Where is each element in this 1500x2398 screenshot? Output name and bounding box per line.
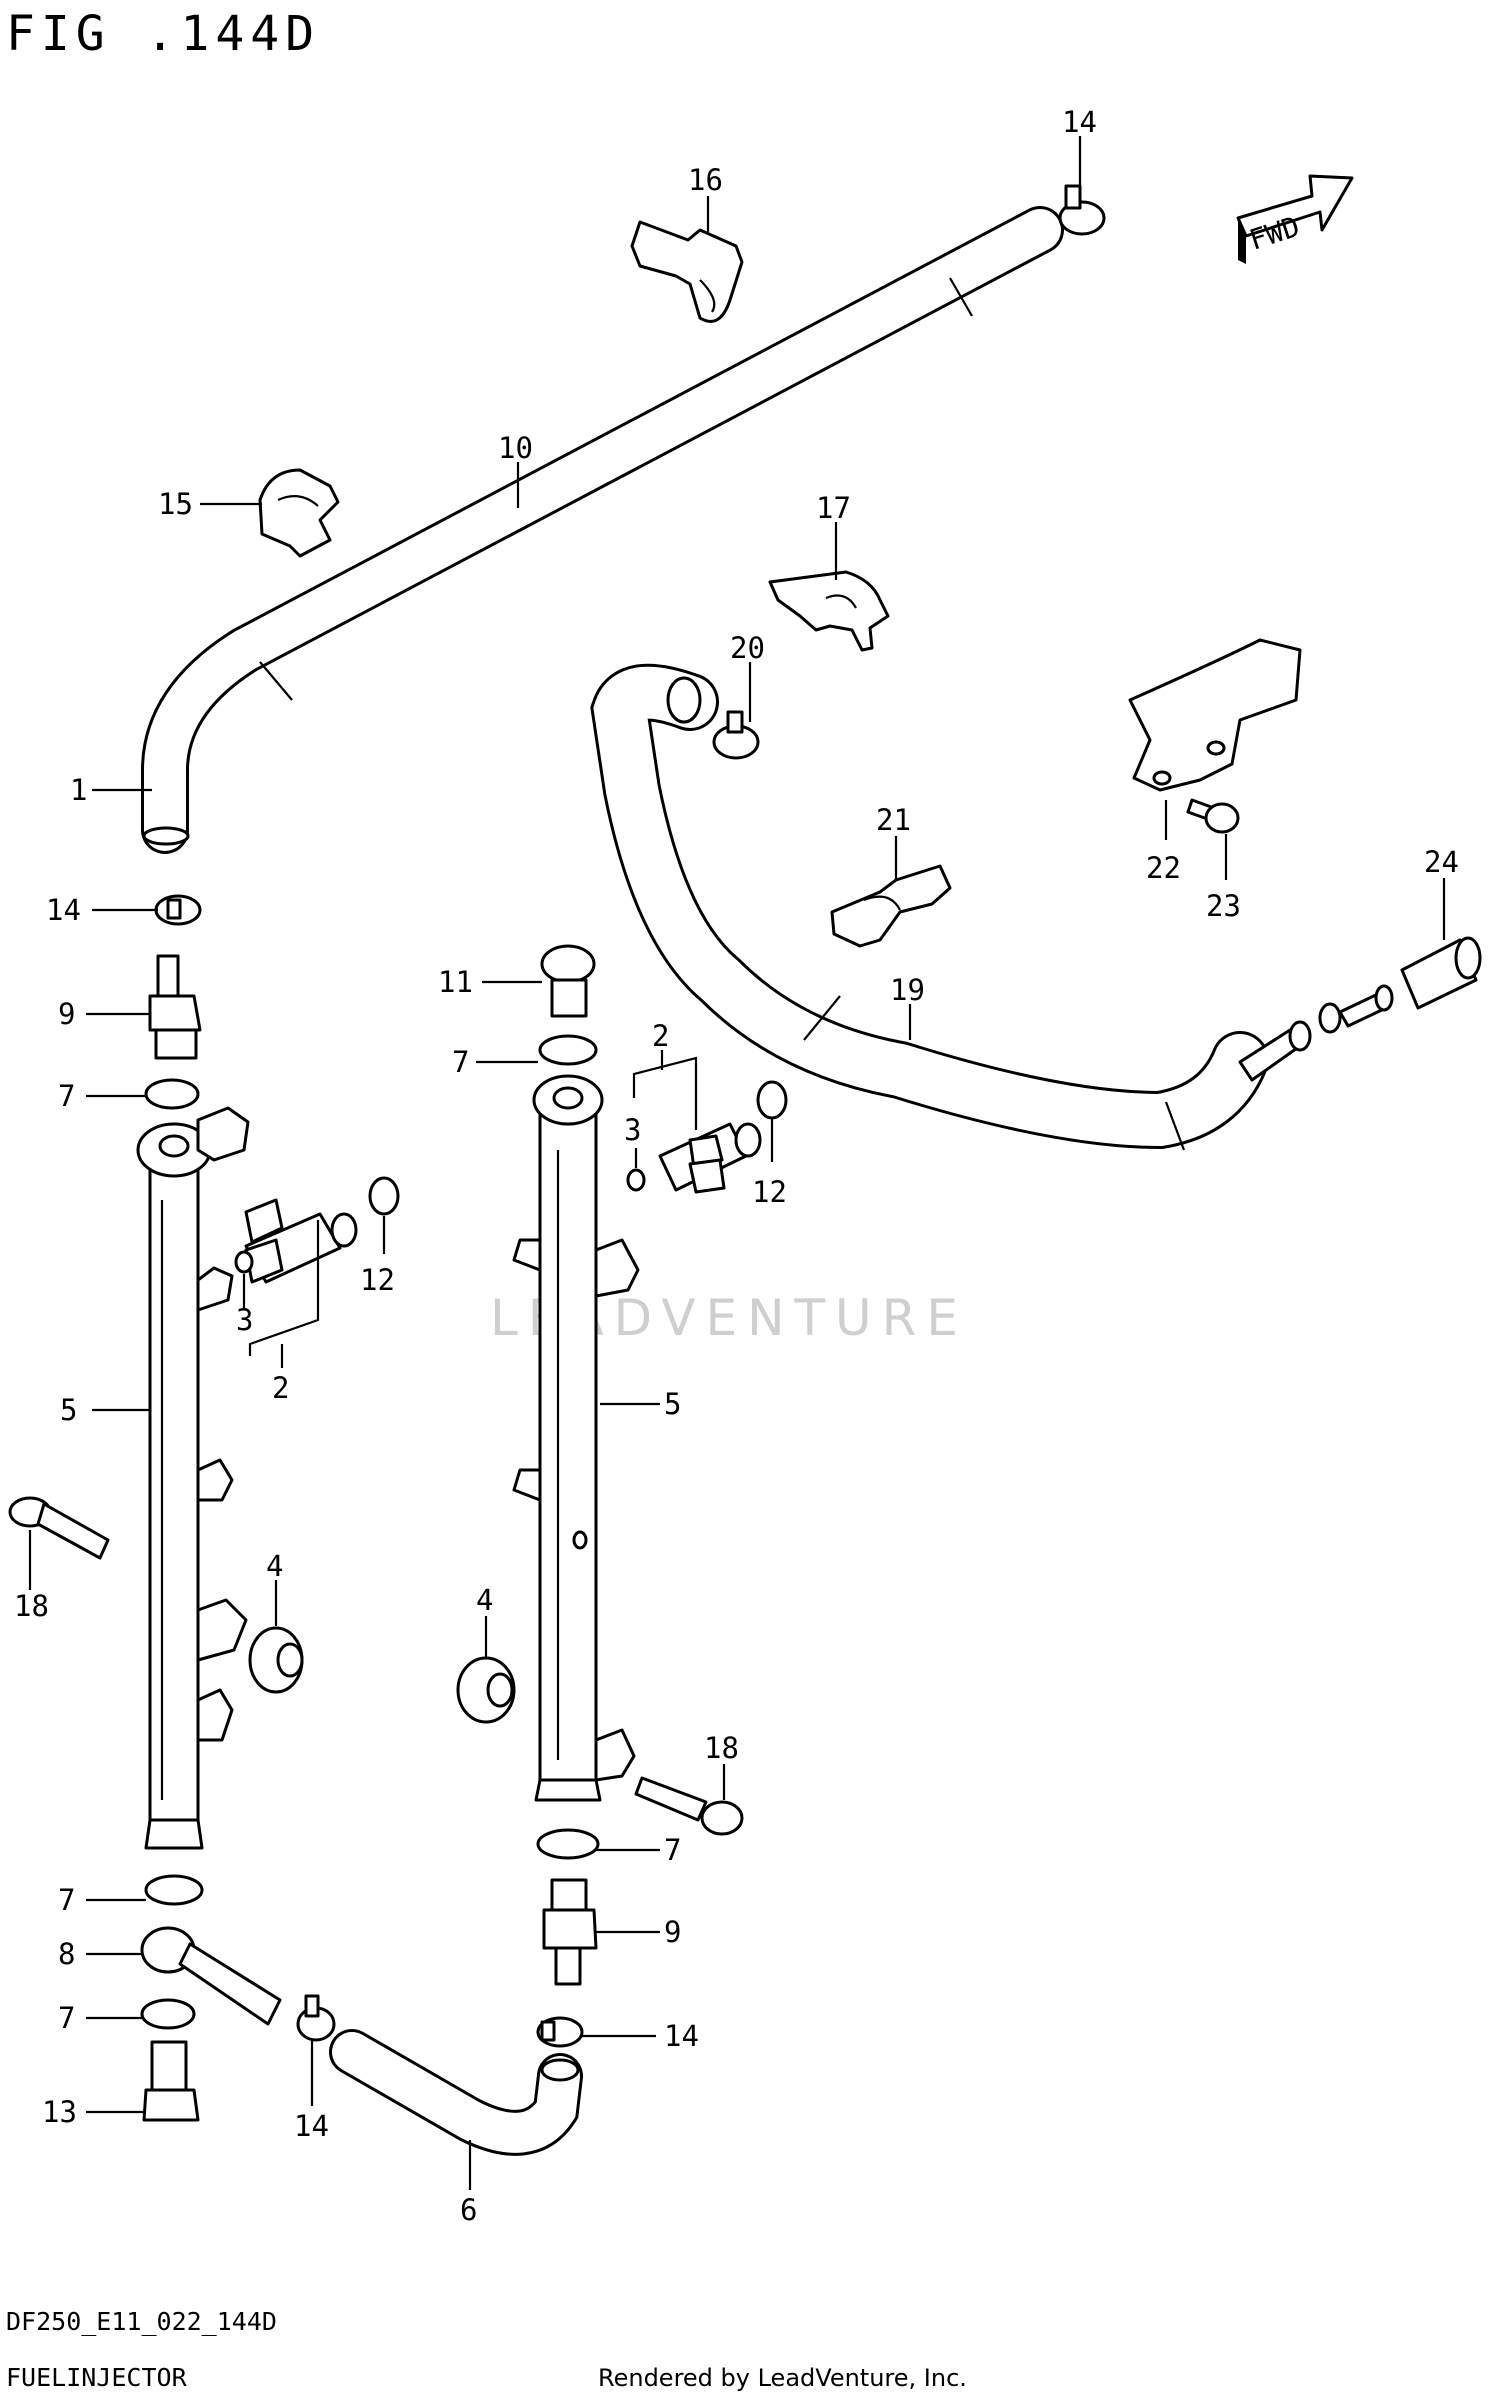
callout-16: 16 [688,163,723,197]
hose-clamp-14-top [1058,184,1106,236]
leader-lines [28,136,1446,2190]
callout-3: 3 [236,1303,253,1337]
fuel-hose-6 [329,2029,583,2156]
callout-7: 7 [58,2001,75,2035]
washer-7-left-bottom [144,1874,204,1906]
callout-14: 14 [664,2019,699,2053]
hose-clamp-20 [712,710,760,760]
callout-14: 14 [46,893,81,927]
fuel-rail-left [136,1106,250,1850]
callout-2: 2 [652,1019,669,1053]
render-credit: Rendered by LeadVenture, Inc. [598,2364,967,2392]
callout-12: 12 [752,1175,787,1209]
callout-23: 23 [1206,889,1241,923]
fuel-injector-right [658,1122,762,1194]
hose-clip-21 [830,864,952,948]
callout-14: 14 [294,2109,329,2143]
bolt-23 [1186,798,1240,834]
callout-15: 15 [158,487,193,521]
grommet-4-right [456,1656,516,1724]
hose-clip-15 [258,468,340,558]
o-ring-3-left [234,1250,254,1274]
washer-7-right-bottom [536,1828,600,1860]
callout-24: 24 [1424,845,1459,879]
callout-13: 13 [42,2095,77,2129]
callout-4: 4 [266,1549,283,1583]
hose-clip-17 [768,570,890,652]
drawing-name: FUELINJECTOR [6,2363,188,2392]
callout-21: 21 [876,803,911,837]
sleeve-24 [1400,936,1482,1010]
callout-7: 7 [664,1833,681,1867]
fwd-arrow-icon: FWD [1236,174,1354,264]
callout-11: 11 [438,965,473,999]
callout-labels: 14 16 10 15 17 20 1 22 23 24 21 14 11 19… [14,105,1459,2227]
figure-title: FIG .144D [6,6,320,62]
o-ring-3-right [626,1168,646,1192]
seal-12-right [756,1080,788,1120]
callout-6: 6 [460,2193,477,2227]
union-9-left [148,954,202,1060]
fuel-rail-right [512,1074,640,1802]
grommet-4-left [248,1626,304,1694]
union-9-right [542,1878,598,1986]
seal-12-left [368,1176,400,1216]
callout-18: 18 [704,1731,739,1765]
bolt-18-right [634,1776,744,1836]
callout-22: 22 [1146,851,1181,885]
banjo-8 [140,1926,282,2026]
hose-clamp-14-lower-left [296,1994,336,2042]
callout-7: 7 [58,1079,75,1113]
callout-20: 20 [730,631,765,665]
callout-9: 9 [664,1915,681,1949]
washer-7-right-top [538,1034,598,1066]
callout-7: 7 [452,1045,469,1079]
callout-9: 9 [58,997,75,1031]
callout-14: 14 [1062,105,1097,139]
callout-5: 5 [60,1393,77,1427]
bolt-13 [142,2040,200,2122]
callout-3: 3 [624,1113,641,1147]
callout-19: 19 [890,973,925,1007]
callout-17: 17 [816,491,851,525]
callout-4: 4 [476,1583,493,1617]
callout-7: 7 [58,1883,75,1917]
drawing-code: DF250_E11_022_144D [6,2307,277,2336]
callout-12: 12 [360,1263,395,1297]
callout-1: 1 [70,773,87,807]
washer-7-left-top [144,1078,200,1110]
fuel-hose-upper [141,206,1064,854]
callout-18: 18 [14,1589,49,1623]
washer-7-banjo [140,1998,196,2030]
callout-8: 8 [58,1937,75,1971]
hose-clip-16 [630,220,744,323]
callout-5: 5 [664,1387,681,1421]
bracket-22 [1128,638,1302,792]
bolt-18-left [8,1496,110,1560]
callout-10: 10 [498,431,533,465]
bolt-11 [540,944,596,1018]
fuel-injector-left [244,1198,358,1284]
hose-clamp-14-right [536,2016,584,2048]
fuel-hose-19 [590,663,1394,1151]
hose-clamp-14-left [154,894,202,926]
callout-2: 2 [272,1371,289,1405]
